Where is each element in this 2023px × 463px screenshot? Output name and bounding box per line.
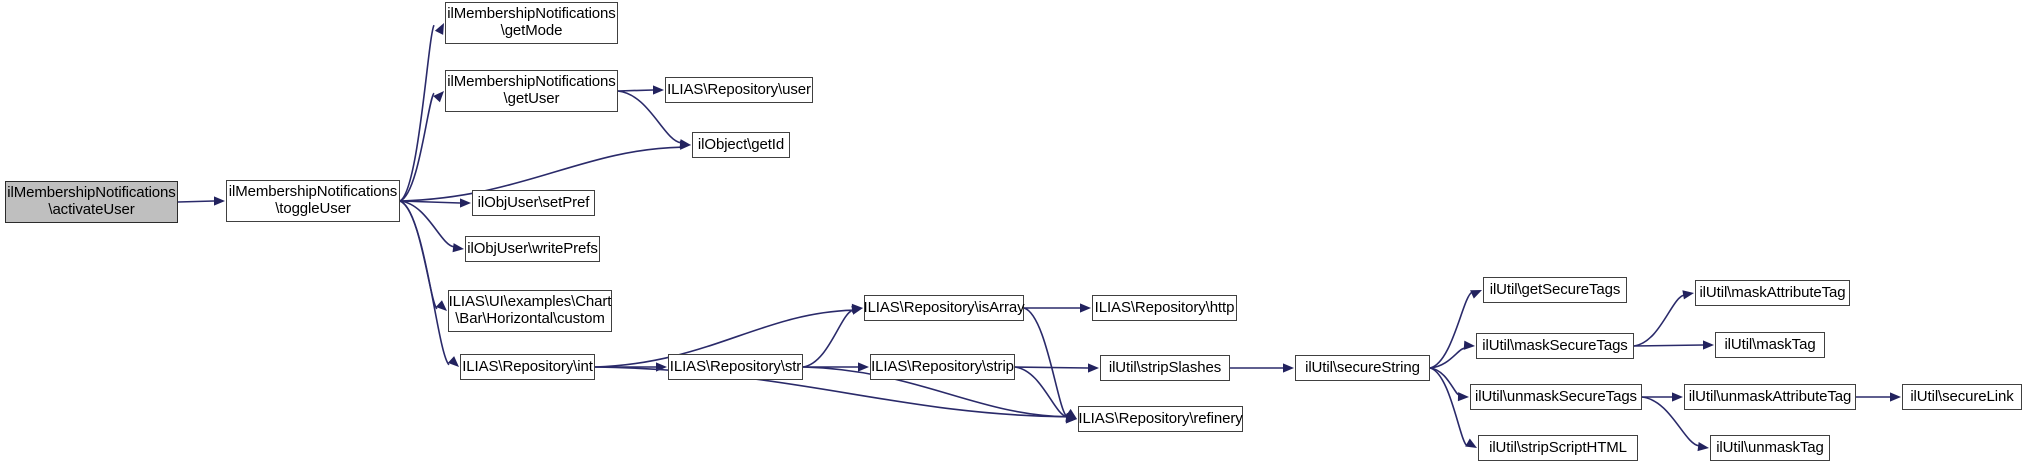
edge-repoStr-to-repoIsArray [802, 309, 854, 368]
edge-secureString-to-stripScriptHTML [1429, 367, 1468, 447]
graph-node-repoStrip[interactable]: ILIAS\Repository\strip [870, 354, 1015, 380]
graph-node-getSecureTags[interactable]: ilUtil\getSecureTags [1483, 277, 1627, 303]
graph-node-maskSecureTags[interactable]: ilUtil\maskSecureTags [1476, 333, 1634, 359]
edge-toggleUser-to-writePrefs [399, 200, 455, 248]
graph-node-maskTag[interactable]: ilUtil\maskTag [1715, 332, 1825, 358]
edge-getUser-to-repoUser [617, 89, 654, 92]
graph-node-toggleUser[interactable]: ilMembershipNotifications \toggleUser [226, 180, 400, 222]
graph-node-secureLink[interactable]: ilUtil\secureLink [1902, 384, 2022, 410]
edge-repoIsArray-to-repoRefinery [1023, 307, 1068, 418]
edge-secureString-to-maskSecureTags [1429, 347, 1466, 369]
graph-node-stripScriptHTML[interactable]: ilUtil\stripScriptHTML [1478, 435, 1638, 461]
graph-node-unmaskSecureTags[interactable]: ilUtil\unmaskSecureTags [1470, 384, 1642, 410]
edge-secureString-to-unmaskSecureTags [1429, 367, 1460, 396]
graph-node-repoIsArray[interactable]: ILIAS\Repository\isArray [864, 295, 1025, 321]
graph-node-chartBarCustom[interactable]: ILIAS\UI\examples\Chart \Bar\Horizontal\… [448, 290, 612, 332]
graph-node-repoHttp[interactable]: ILIAS\Repository\http [1092, 295, 1237, 321]
edge-maskSecureTags-to-maskTag [1633, 344, 1704, 347]
graph-node-repoRefinery[interactable]: ILIAS\Repository\refinery [1078, 406, 1243, 432]
graph-node-repoStr[interactable]: ILIAS\Repository\str [668, 354, 803, 380]
edge-activateUser-to-toggleUser [177, 200, 215, 203]
graph-node-getMode[interactable]: ilMembershipNotifications \getMode [445, 2, 618, 44]
graph-node-repoUser[interactable]: ILIAS\Repository\user [665, 77, 813, 103]
edge-toggleUser-to-getMode [399, 24, 435, 202]
graph-node-stripSlashes[interactable]: ilUtil\stripSlashes [1100, 355, 1230, 381]
edge-repoStrip-to-repoRefinery [1014, 366, 1068, 418]
edge-toggleUser-to-chartBarCustom [399, 200, 438, 310]
graph-node-maskAttributeTag[interactable]: ilUtil\maskAttributeTag [1695, 280, 1850, 306]
edge-maskSecureTags-to-maskAttributeTag [1633, 294, 1685, 347]
graph-node-unmaskAttributeTag[interactable]: ilUtil\unmaskAttributeTag [1684, 384, 1856, 410]
graph-node-secureString[interactable]: ilUtil\secureString [1295, 355, 1430, 381]
graph-node-activateUser[interactable]: ilMembershipNotifications \activateUser [5, 181, 178, 223]
graph-node-repoInt[interactable]: ILIAS\Repository\int [460, 354, 595, 380]
graph-node-getUser[interactable]: ilMembershipNotifications \getUser [445, 70, 618, 112]
graph-node-setPref[interactable]: ilObjUser\setPref [472, 190, 595, 216]
edge-toggleUser-to-getUser [399, 92, 435, 202]
edge-repoStrip-to-stripSlashes [1014, 366, 1089, 369]
graph-node-ilObjectGetId[interactable]: ilObject\getId [692, 132, 790, 158]
edge-toggleUser-to-repoInt [399, 200, 450, 366]
edge-toggleUser-to-setPref [399, 200, 461, 204]
graph-node-writePrefs[interactable]: ilObjUser\writePrefs [465, 236, 600, 262]
graph-node-unmaskTag[interactable]: ilUtil\unmaskTag [1710, 435, 1830, 461]
edge-secureString-to-getSecureTags [1429, 291, 1473, 369]
